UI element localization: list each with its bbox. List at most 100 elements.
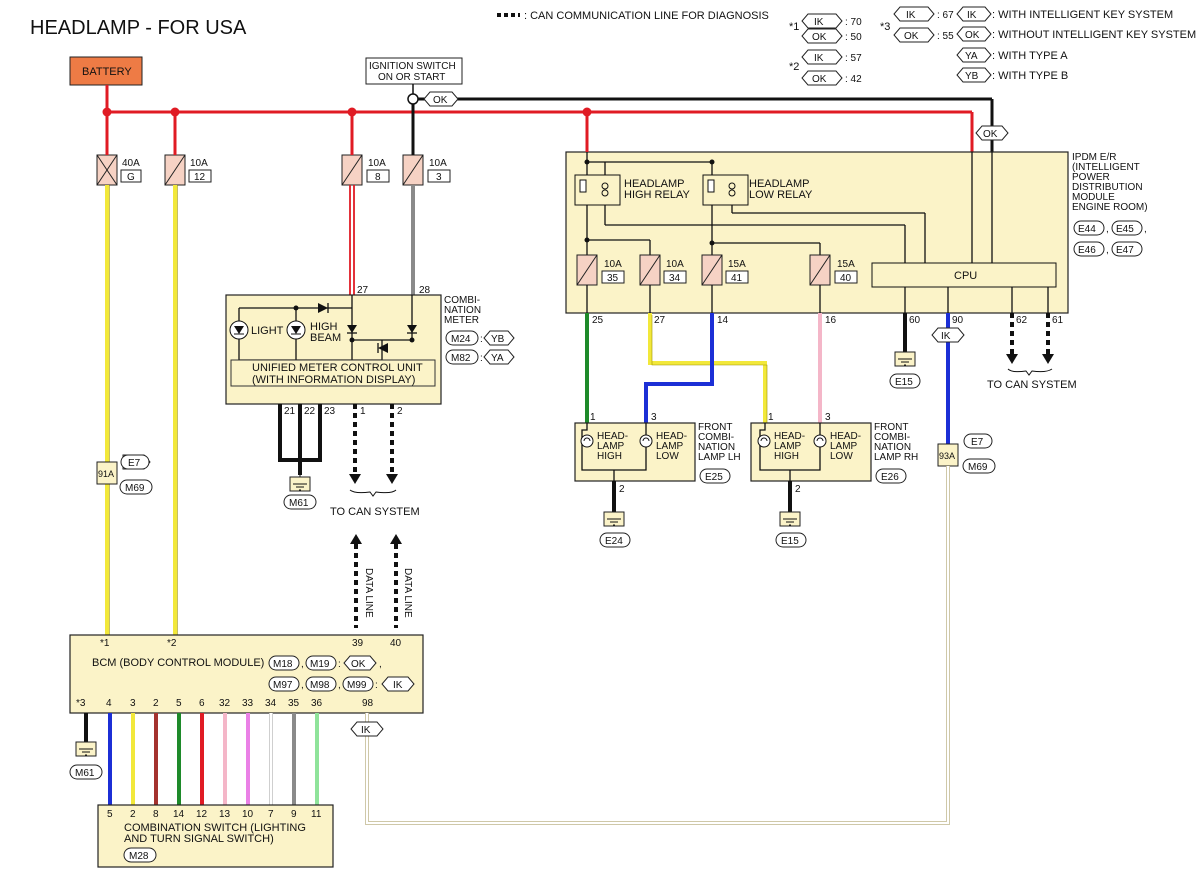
svg-text:LAMP: LAMP [830, 441, 858, 452]
data-line-label-2: DATA LINE [402, 568, 413, 618]
svg-text:DISTRIBUTION: DISTRIBUTION [1072, 182, 1143, 193]
lamp-lh-high-icon [580, 434, 594, 448]
comb-switch-label1: COMBINATION SWITCH (LIGHTING [124, 822, 306, 834]
svg-text:M18: M18 [273, 659, 293, 670]
svg-text:,: , [379, 659, 382, 670]
svg-text:(INTELLIGENT: (INTELLIGENT [1072, 162, 1140, 173]
svg-text:27: 27 [654, 315, 666, 326]
svg-text:33: 33 [242, 698, 254, 709]
legend-ik: IK [967, 10, 977, 21]
svg-text:2: 2 [619, 484, 625, 495]
headlamp-high-relay-icon [574, 174, 621, 206]
svg-text:,: , [301, 680, 304, 691]
svg-text:HIGH: HIGH [597, 451, 622, 462]
svg-text:E7: E7 [128, 458, 141, 469]
high-relay-label2: HIGH RELAY [624, 189, 690, 201]
svg-text:91A: 91A [98, 469, 114, 479]
svg-text:M97: M97 [273, 680, 293, 691]
page-title: HEADLAMP - FOR USA [30, 17, 247, 39]
svg-text:M19: M19 [310, 659, 330, 670]
legend-yb-desc: : WITH TYPE B [992, 70, 1068, 82]
legend: : CAN COMMUNICATION LINE FOR DIAGNOSIS *… [497, 6, 1196, 86]
svg-text:,: , [338, 680, 341, 691]
svg-text:M69: M69 [125, 483, 145, 494]
comb-switch-label2: AND TURN SIGNAL SWITCH) [124, 833, 274, 845]
bcm-label: BCM (BODY CONTROL MODULE) [92, 657, 264, 669]
svg-text:10A: 10A [429, 158, 447, 169]
fuse-15a-41: 15A 41 [701, 254, 749, 286]
meter-unit-line2: (WITH INFORMATION DISPLAY) [252, 374, 415, 386]
svg-text:M24: M24 [451, 334, 471, 345]
svg-text:23: 23 [324, 406, 336, 417]
svg-text:12: 12 [196, 809, 208, 820]
svg-text:LAMP RH: LAMP RH [874, 452, 918, 463]
svg-text:1: 1 [768, 412, 774, 423]
svg-text:HEAD-: HEAD- [830, 431, 861, 442]
wire-white-98 [365, 466, 950, 825]
lamp-lh-conn: E25 [705, 472, 723, 483]
ignition-switch-box [365, 57, 463, 85]
svg-text:9: 9 [291, 809, 297, 820]
svg-text:2: 2 [397, 406, 403, 417]
lamp-lh-ground: E24 [605, 536, 623, 547]
svg-text:,: , [301, 659, 304, 670]
svg-text:MODULE: MODULE [1072, 192, 1115, 203]
bcm-box [69, 634, 424, 714]
legend-ik-desc: : WITH INTELLIGENT KEY SYSTEM [992, 9, 1173, 21]
svg-text:40: 40 [840, 273, 852, 284]
fuse-15a-40: 15A 40 [809, 254, 858, 286]
svg-text:COMBI-: COMBI- [698, 432, 734, 443]
legend-star1-ik: IK [814, 17, 824, 28]
svg-text:2: 2 [130, 809, 136, 820]
svg-text:39: 39 [352, 638, 364, 649]
svg-text:1: 1 [360, 406, 366, 417]
lamp-rh-high-icon [757, 434, 771, 448]
svg-text:IPDM E/R: IPDM E/R [1072, 152, 1116, 163]
lamp-rh-ground: E15 [781, 536, 799, 547]
legend-star2-ok-val: : 42 [845, 74, 862, 85]
svg-text:61: 61 [1052, 315, 1064, 326]
svg-text:HEAD-: HEAD- [597, 431, 628, 442]
svg-text:2: 2 [153, 698, 159, 709]
ipdm-ok-tag: OK [983, 129, 998, 140]
svg-text:FRONT: FRONT [698, 422, 732, 433]
svg-text:,: , [1144, 224, 1147, 235]
svg-text:E7: E7 [971, 437, 984, 448]
front-combination-lamp-lh [574, 422, 696, 482]
svg-text:ENGINE ROOM): ENGINE ROOM) [1072, 202, 1148, 213]
ipdm-ground-label: E15 [895, 377, 913, 388]
svg-text:HIGH: HIGH [774, 451, 799, 462]
svg-text:YA: YA [491, 353, 504, 364]
svg-text:,: , [1106, 224, 1109, 235]
svg-text:*3: *3 [76, 698, 86, 709]
data-line-label-1: DATA LINE [363, 568, 374, 618]
legend-can-line: : CAN COMMUNICATION LINE FOR DIAGNOSIS [524, 10, 769, 22]
svg-text:3: 3 [651, 412, 657, 423]
svg-text:8: 8 [153, 809, 159, 820]
meter-ground-label: M61 [289, 498, 309, 509]
meter-beam-label: BEAM [310, 332, 341, 344]
legend-star1-ok-val: : 50 [845, 32, 862, 43]
svg-text:LAMP LH: LAMP LH [698, 452, 741, 463]
legend-star1-ok: OK [812, 32, 827, 43]
meter-label3: METER [444, 315, 479, 326]
svg-text:LAMP: LAMP [597, 441, 625, 452]
meter-label2: NATION [444, 305, 481, 316]
svg-text:7: 7 [268, 809, 274, 820]
svg-text:LAMP: LAMP [774, 441, 802, 452]
svg-text:NATION: NATION [698, 442, 735, 453]
comb-switch-conn: M28 [129, 851, 149, 862]
svg-text:M69: M69 [968, 462, 988, 473]
svg-text:HEAD-: HEAD- [774, 431, 805, 442]
legend-star3-ok: OK [904, 31, 919, 42]
low-relay-label1: HEADLAMP [749, 178, 810, 190]
legend-ya-desc: : WITH TYPE A [992, 50, 1068, 62]
svg-text:LOW: LOW [830, 451, 853, 462]
svg-text:62: 62 [1016, 315, 1028, 326]
svg-text:M99: M99 [347, 680, 367, 691]
svg-text:14: 14 [717, 315, 729, 326]
svg-text:15A: 15A [837, 259, 855, 270]
legend-star1: *1 [789, 21, 799, 33]
svg-text:3: 3 [130, 698, 136, 709]
